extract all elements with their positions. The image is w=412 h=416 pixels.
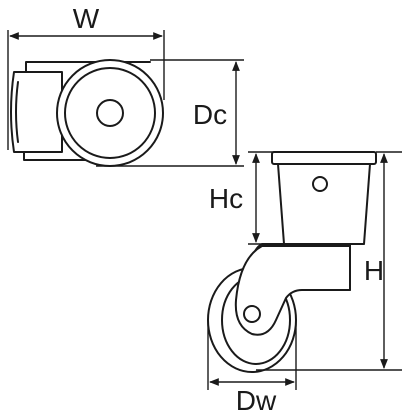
caster-top-view — [10, 59, 164, 167]
h-label: H — [364, 255, 384, 286]
wheel-rim — [64, 67, 156, 159]
dimension-w: W — [7, 3, 165, 150]
axle-bolt — [243, 305, 261, 323]
housing-bottom-line — [23, 151, 97, 161]
dimension-dc: Dc — [96, 59, 244, 167]
socket-body — [10, 71, 63, 153]
dc-label: Dc — [193, 99, 227, 130]
socket-edge-line — [15, 81, 19, 143]
caster-front-view — [207, 151, 377, 373]
wheel-hub — [96, 99, 124, 127]
screw-hole — [312, 176, 328, 192]
w-label: W — [73, 3, 100, 34]
hc-label: Hc — [209, 183, 243, 214]
cup-rim — [271, 151, 377, 165]
dw-label: Dw — [236, 385, 277, 416]
dimension-dw: Dw — [207, 320, 297, 416]
arm-overlay — [234, 245, 351, 336]
dimension-hc: Hc — [209, 151, 284, 245]
cup-body — [277, 163, 371, 245]
dimension-h: H — [256, 151, 402, 371]
